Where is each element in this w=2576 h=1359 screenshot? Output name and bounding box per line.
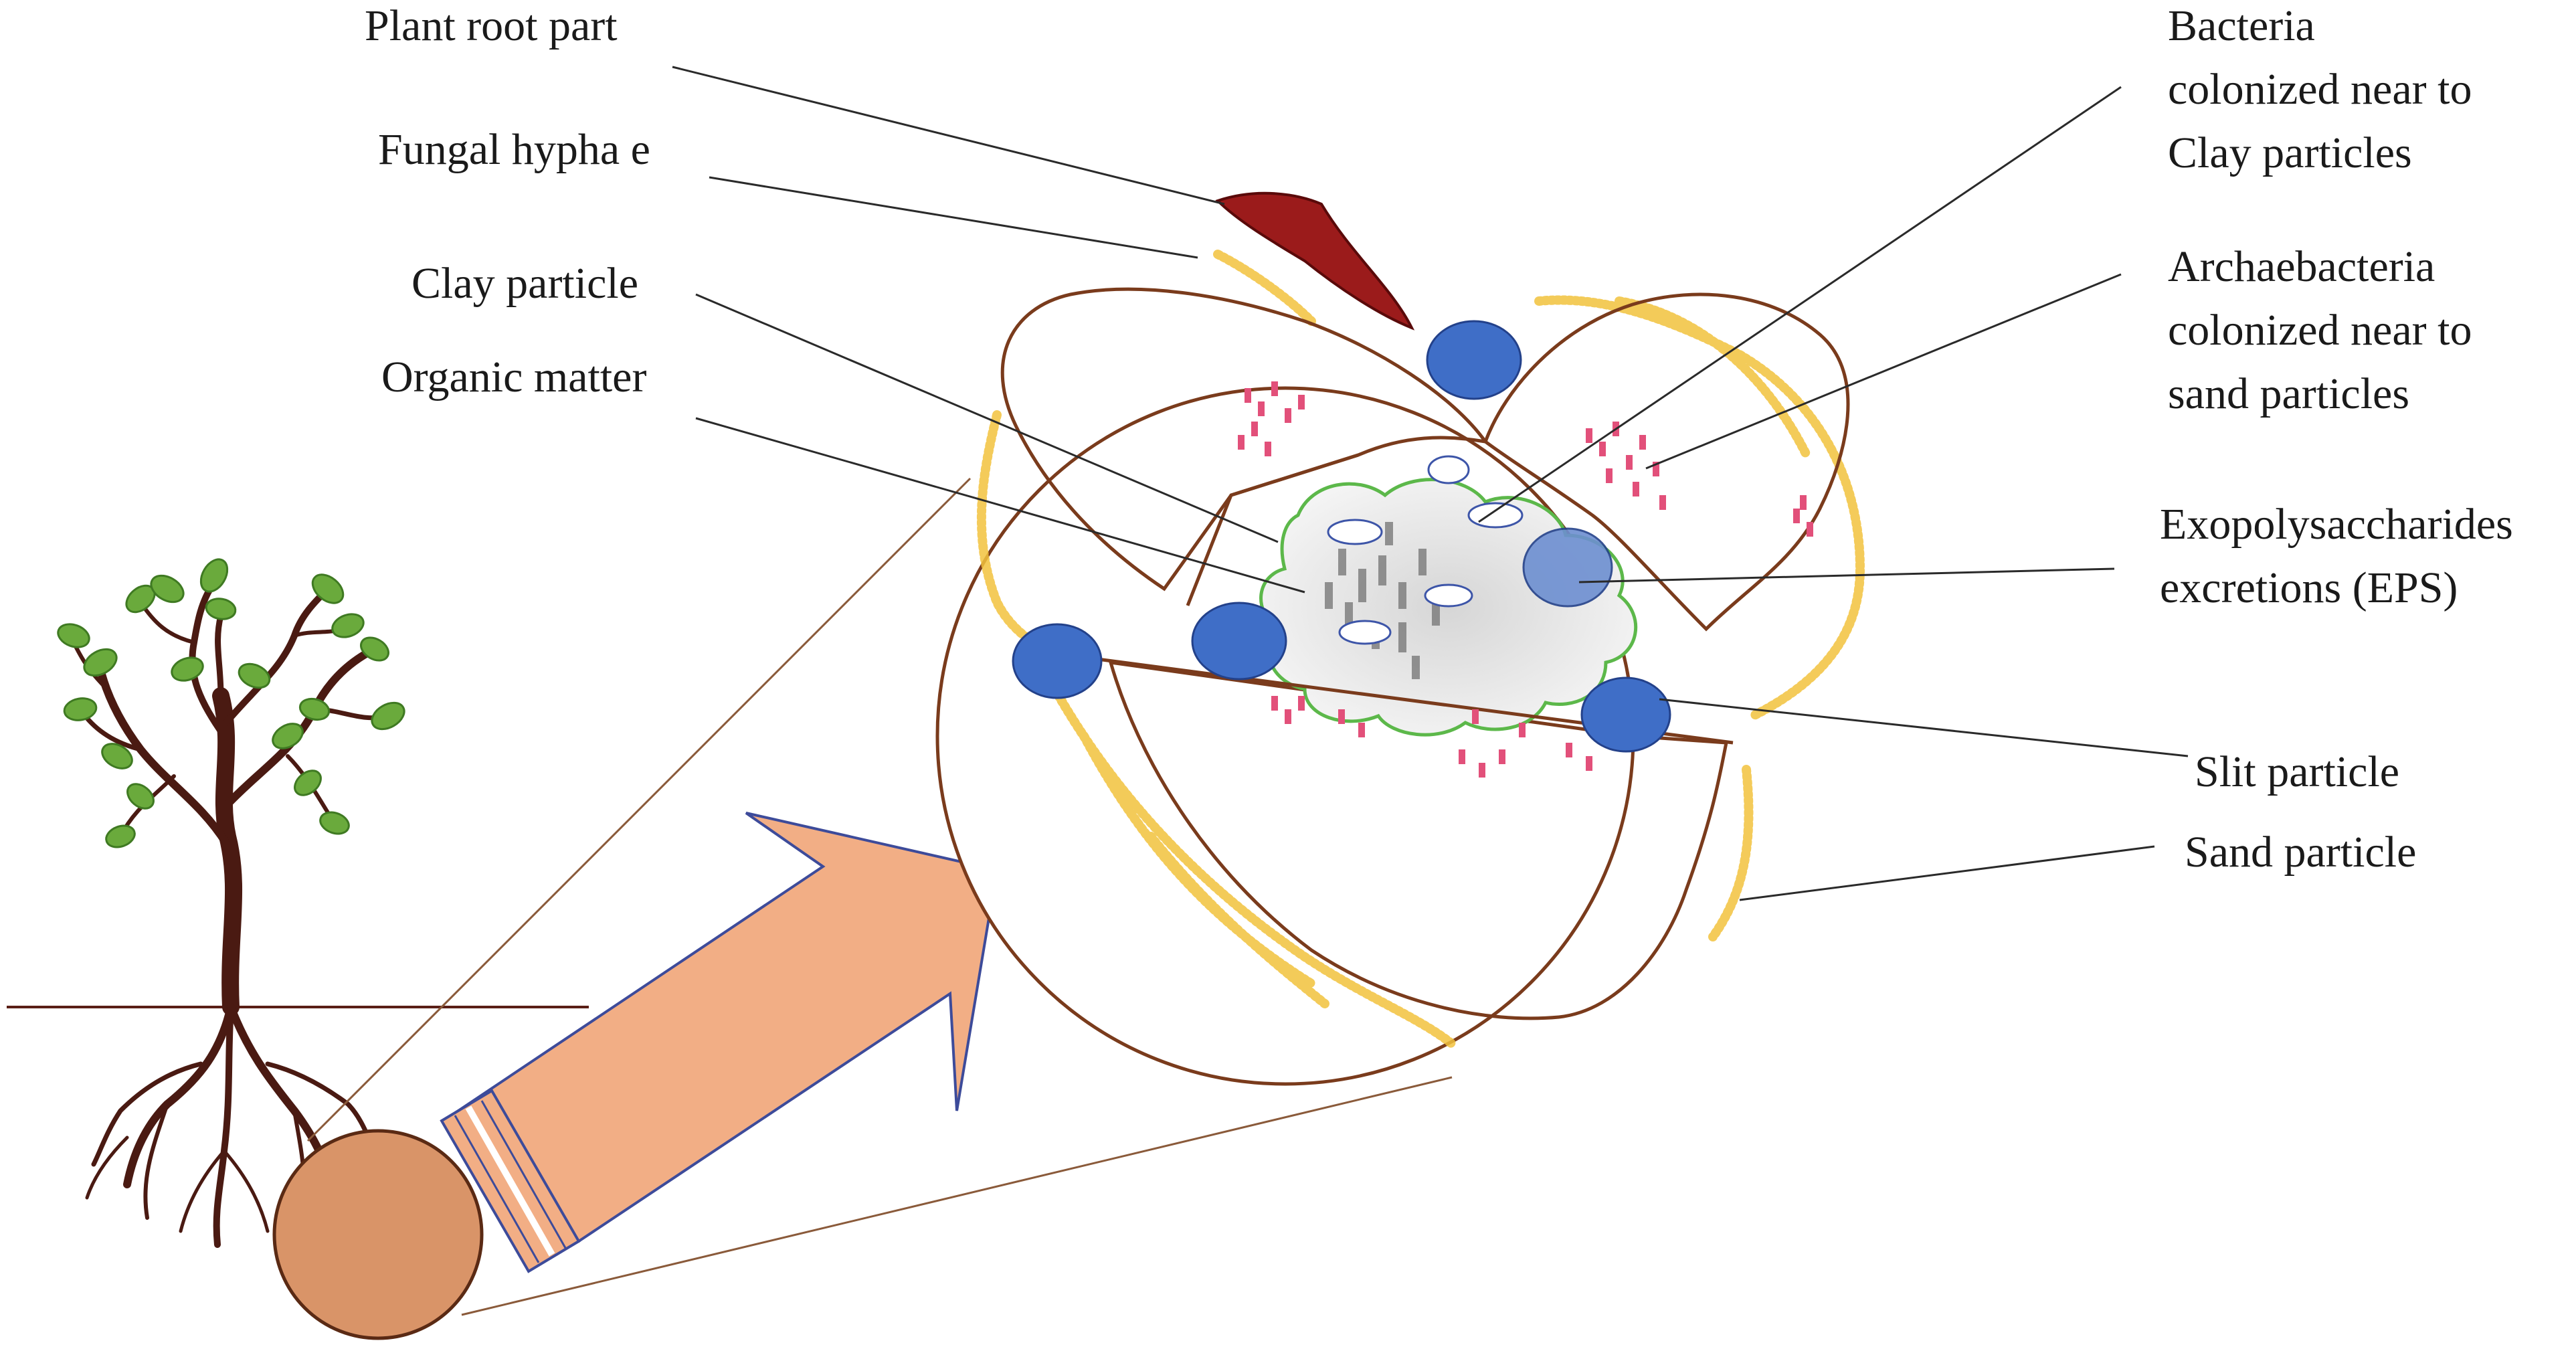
label-slit-particle: Slit particle xyxy=(2195,747,2399,796)
label-sand-particle: Sand particle xyxy=(2185,828,2416,877)
leader-sand-particle xyxy=(1739,845,2155,901)
zoom-line-bottom xyxy=(461,1076,1453,1316)
label-eps-line1: Exopolysaccharides xyxy=(2160,500,2513,549)
silt-particles xyxy=(1012,320,1671,753)
tree-leaves xyxy=(57,558,405,848)
label-bacteria-line1: Bacteria xyxy=(2168,1,2315,50)
label-organic-matter: Organic matter xyxy=(381,353,646,401)
leader-bacteria xyxy=(1478,86,2122,523)
label-archaebacteria-line2: colonized near to xyxy=(2168,306,2472,355)
label-clay-particle: Clay particle xyxy=(411,259,638,308)
label-archaebacteria-line3: sand particles xyxy=(2168,369,2409,418)
zoom-arrow-icon xyxy=(440,812,999,1273)
label-bacteria-line3: Clay particles xyxy=(2168,128,2412,177)
leader-organic-matter xyxy=(695,417,1305,594)
label-archaebacteria-line1: Archaebacteria xyxy=(2168,242,2435,291)
label-fungal-hyphae: Fungal hypha e xyxy=(378,125,650,174)
label-bacteria-line2: colonized near to xyxy=(2168,65,2472,114)
soil-aggregate-circle xyxy=(935,386,1635,1086)
clay-particle-outline xyxy=(1186,453,1359,606)
leader-plant-root xyxy=(672,66,1225,205)
label-plant-root-part: Plant root part xyxy=(365,1,618,50)
leader-archaebacteria xyxy=(1645,273,2122,470)
zoom-line-top xyxy=(306,477,972,1142)
plant-root-part xyxy=(1215,191,1415,331)
soil-ball xyxy=(272,1129,484,1340)
leader-clay-particle xyxy=(695,293,1279,543)
label-eps-line2: excretions (EPS) xyxy=(2160,563,2458,612)
leader-slit-particle xyxy=(1659,698,2189,757)
leader-fungal-hyphae xyxy=(709,176,1198,259)
fungal-hyphae xyxy=(976,250,1865,1049)
leader-eps xyxy=(1578,567,2115,583)
